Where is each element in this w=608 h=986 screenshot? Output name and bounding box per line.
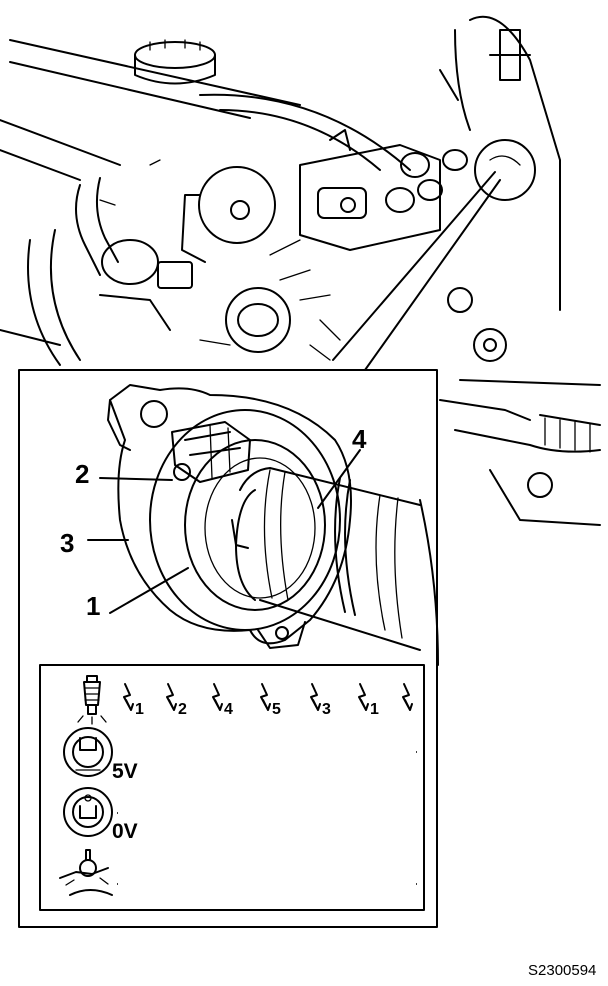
spark-plug-icon bbox=[77, 675, 107, 725]
callout-3: 3 bbox=[60, 528, 74, 558]
spark-symbol-icon bbox=[402, 683, 413, 711]
voltage-low-label: 0V bbox=[112, 820, 138, 843]
callout-4: 4 bbox=[352, 424, 367, 454]
spark-symbol-icon bbox=[212, 683, 223, 711]
sensor-detail-drawing bbox=[107, 384, 439, 666]
callout-2: 2 bbox=[75, 459, 89, 489]
fire-order-2: 2 bbox=[178, 701, 187, 718]
signal-panel bbox=[39, 664, 425, 911]
voltage-high-label: 5V bbox=[112, 760, 138, 783]
spark-symbol-icon bbox=[260, 683, 271, 711]
engine-bay-drawing bbox=[0, 15, 601, 526]
camshaft-icon bbox=[59, 849, 113, 896]
figure-code: S2300594 bbox=[528, 962, 596, 979]
fire-order-6: 1 bbox=[370, 701, 379, 718]
sensor-low-icon bbox=[63, 787, 113, 837]
spark-symbol-icon bbox=[123, 683, 134, 711]
detail-frame bbox=[18, 369, 438, 928]
spark-symbol-icon bbox=[166, 683, 177, 711]
reference-pulse-waveform bbox=[117, 851, 417, 885]
callout-lines bbox=[87, 449, 361, 614]
spark-symbol-icon bbox=[310, 683, 321, 711]
callout-1: 1 bbox=[86, 591, 100, 621]
fire-order-3: 4 bbox=[224, 701, 233, 718]
fire-order-4: 5 bbox=[272, 701, 281, 718]
fire-order-5: 3 bbox=[322, 701, 331, 718]
spark-sequence: 1 2 4 5 3 1 bbox=[123, 683, 413, 718]
sensor-high-icon bbox=[63, 727, 113, 777]
sensor-signal-waveform bbox=[117, 751, 417, 814]
fire-order-1: 1 bbox=[135, 701, 144, 718]
spark-symbol-icon bbox=[358, 683, 369, 711]
